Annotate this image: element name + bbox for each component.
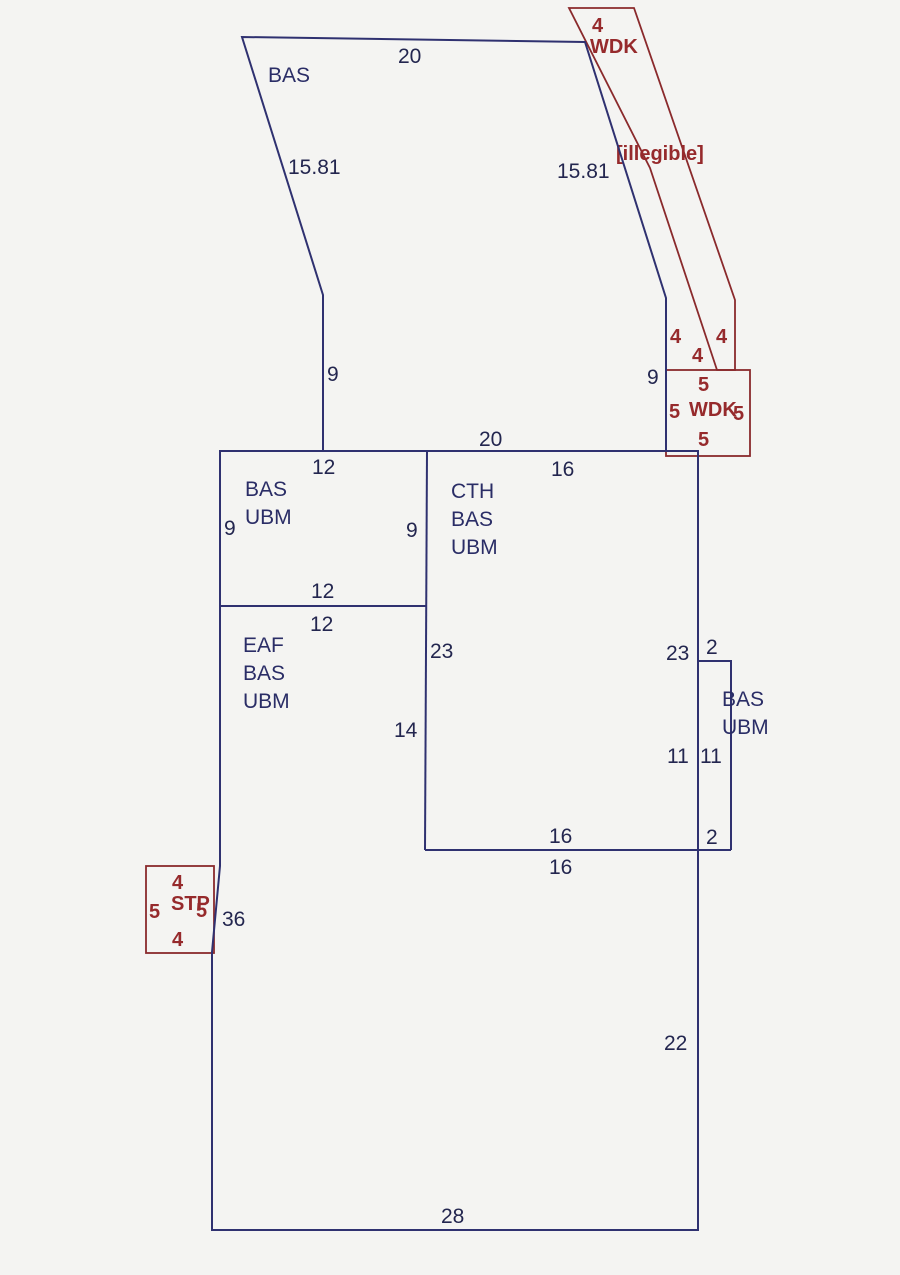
wood-deck-overlap-text: [illegible] <box>616 143 704 165</box>
upper-top-dim: 20 <box>398 45 421 68</box>
stoop-right-dim: 5 <box>196 900 207 922</box>
room-eaf-left-dim: 14 <box>394 719 418 742</box>
wood-deck-large-outline <box>567 7 736 371</box>
stoop-top-dim: 4 <box>172 872 184 894</box>
room-divider-vertical <box>424 450 428 851</box>
upper-right-side-dim: 9 <box>647 366 659 389</box>
room-cth-label-2: BAS <box>451 508 493 531</box>
upper-section: 20 BAS 15.81 15.81 9 9 20 <box>240 35 667 451</box>
wood-deck-side-a-dim: 4 <box>670 326 682 348</box>
bump-out-right-dim: 11 <box>700 745 722 768</box>
room-cth-right-dim: 23 <box>666 642 689 665</box>
bump-out-top-dim: 2 <box>706 636 718 659</box>
upper-left-side-dim: 9 <box>327 363 339 386</box>
room-eaf: 12 EAF BAS UBM 14 <box>243 613 418 742</box>
wood-deck-small-top-dim: 5 <box>698 374 709 396</box>
stoop-left-dim: 5 <box>149 901 160 923</box>
bump-out-label-2: UBM <box>722 716 769 739</box>
bump-out: 2 BAS UBM 11 11 2 <box>667 636 769 850</box>
wood-deck-top-dim: 4 <box>592 15 604 37</box>
lower-right-dim: 22 <box>664 1032 687 1055</box>
wood-deck-small: 5 5 WDK 5 5 <box>665 369 751 457</box>
room-cth-left-dim: 23 <box>430 640 453 663</box>
stoop-outline <box>145 865 215 954</box>
main-house-outline <box>211 450 731 1231</box>
room-bas-ubm: 12 BAS UBM 9 9 12 <box>224 456 418 603</box>
room-bas-ubm-label-1: BAS <box>245 478 287 501</box>
room-bas-ubm-left-dim: 9 <box>224 517 236 540</box>
room-eaf-label-1: EAF <box>243 634 284 657</box>
room-cth-label-3: UBM <box>451 536 498 559</box>
wood-deck-side-b-dim: 4 <box>716 326 728 348</box>
wood-deck-small-bottom-dim: 5 <box>698 429 709 451</box>
room-bas-ubm-right-dim: 9 <box>406 519 418 542</box>
room-bas-ubm-bottom-dim: 12 <box>311 580 334 603</box>
wood-deck-small-right-dim: 5 <box>733 403 744 425</box>
room-cth: 16 CTH BAS UBM 23 23 16 <box>430 458 689 848</box>
upper-section-outline <box>240 35 667 451</box>
lower-left-dim: 36 <box>222 908 245 931</box>
stoop-bottom-dim: 4 <box>172 929 184 951</box>
wood-deck-small-left-dim: 5 <box>669 401 680 423</box>
upper-left-slope-dim: 15.81 <box>288 156 341 179</box>
room-bas-ubm-top-dim: 12 <box>312 456 335 479</box>
bump-out-label-1: BAS <box>722 688 764 711</box>
lower-bottom-dim: 28 <box>441 1205 464 1228</box>
stoop: 4 5 STP 5 4 <box>145 865 215 954</box>
room-eaf-label-3: UBM <box>243 690 290 713</box>
room-cth-label-1: CTH <box>451 480 494 503</box>
lower-top-dim: 16 <box>549 856 572 879</box>
wood-deck-large: 4 WDK [illegible] 4 4 4 <box>567 7 736 371</box>
upper-bottom-dim: 20 <box>479 428 502 451</box>
room-cth-top-dim: 16 <box>551 458 574 481</box>
upper-section-label: BAS <box>268 64 310 87</box>
bump-out-bottom-dim: 2 <box>706 826 718 849</box>
stoop-label: STP <box>171 893 210 915</box>
room-eaf-top-dim: 12 <box>310 613 333 636</box>
wood-deck-bottom-dim: 4 <box>692 345 704 367</box>
bump-out-left-dim: 11 <box>667 745 689 768</box>
wood-deck-small-label: WDK <box>689 399 737 421</box>
bump-out-outline <box>698 660 732 850</box>
room-eaf-label-2: BAS <box>243 662 285 685</box>
wood-deck-large-label: WDK <box>590 36 638 58</box>
room-cth-bottom-dim: 16 <box>549 825 572 848</box>
lower-section: 16 36 22 28 <box>222 856 687 1228</box>
main-house-outline-shape <box>211 450 699 1231</box>
upper-right-slope-dim: 15.81 <box>557 160 610 183</box>
room-bas-ubm-label-2: UBM <box>245 506 292 529</box>
